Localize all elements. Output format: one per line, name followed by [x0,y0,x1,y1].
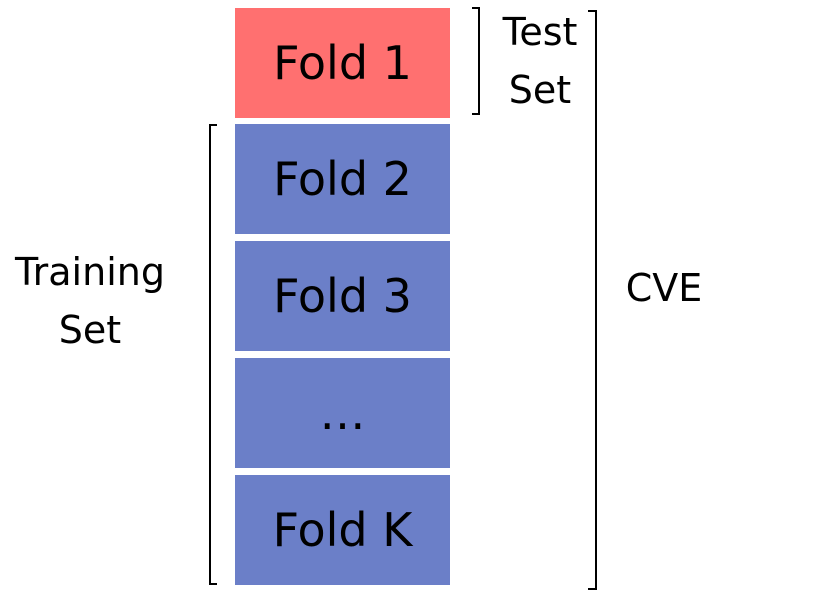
fold-3-label: Fold 3 [273,269,412,323]
training-set-label: Training Set [2,243,178,359]
test-set-label: Test Set [488,3,592,119]
test-set-label-line2: Set [508,68,572,112]
fold-k-box: Fold K [235,475,450,585]
test-set-bracket [472,7,480,115]
fold-3-box: Fold 3 [235,241,450,351]
fold-2-label: Fold 2 [273,152,412,206]
training-set-label-line1: Training [15,250,165,294]
fold-1-label: Fold 1 [273,36,412,90]
fold-1-box: Fold 1 [235,8,450,118]
fold-2-box: Fold 2 [235,124,450,234]
fold-k-label: Fold K [272,503,413,557]
cve-label: CVE [625,266,703,310]
fold-ellipsis-box: … [235,358,450,468]
training-set-bracket [209,124,217,585]
cve-bracket [588,10,597,590]
fold-ellipsis-label: … [319,386,366,440]
test-set-label-line1: Test [502,10,578,54]
training-set-label-line2: Set [58,308,122,352]
